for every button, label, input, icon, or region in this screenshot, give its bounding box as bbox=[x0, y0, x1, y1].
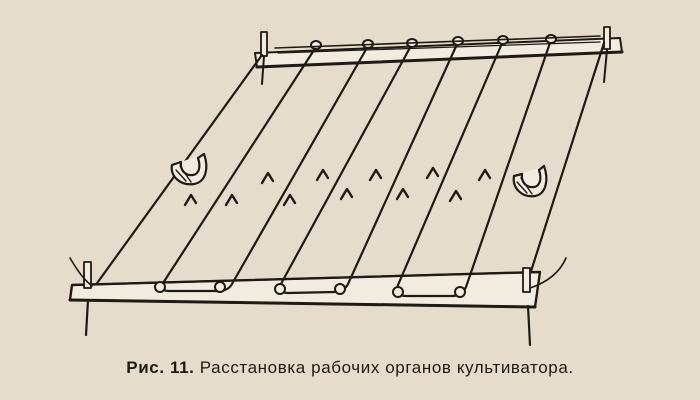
figure-caption-text: Расстановка рабочих органов культиватора… bbox=[199, 358, 574, 377]
string-tail-right bbox=[529, 257, 567, 289]
front-peg-left bbox=[83, 261, 92, 337]
cultivator-diagram bbox=[68, 26, 624, 347]
back-peg-left bbox=[260, 31, 268, 85]
tine-marks bbox=[183, 166, 492, 207]
back-clips bbox=[274, 34, 601, 54]
marking-strings bbox=[161, 38, 553, 298]
hook-tool-right bbox=[512, 164, 548, 198]
hook-tool-left bbox=[170, 152, 208, 186]
back-peg-right bbox=[603, 26, 611, 83]
front-peg-right bbox=[522, 267, 532, 347]
front-board bbox=[68, 270, 542, 309]
front-clips bbox=[154, 281, 466, 298]
figure-caption: Рис. 11. Расстановка рабочих органов кул… bbox=[0, 358, 700, 378]
frame-line-right bbox=[523, 41, 606, 292]
figure-label: Рис. 11. bbox=[126, 358, 195, 377]
string-tail-left bbox=[69, 257, 93, 287]
